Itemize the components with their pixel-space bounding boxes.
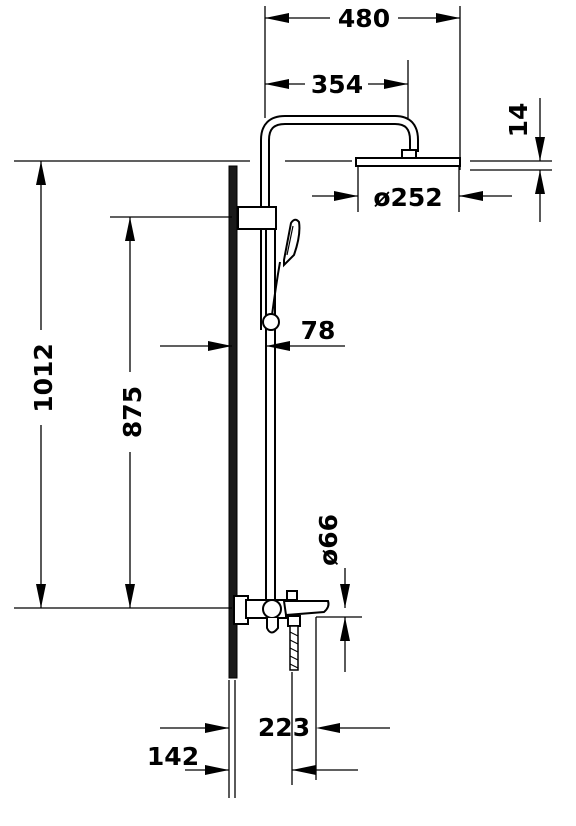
- bath-spout: [282, 600, 330, 617]
- mixer-handle: [286, 590, 298, 601]
- mixer-u-bend: [266, 618, 279, 634]
- riser-pipe: [265, 219, 276, 611]
- dim-223-label: 223: [258, 713, 310, 742]
- diverter-knob: [262, 599, 282, 619]
- dim-252-label: ø252: [373, 183, 442, 212]
- dimension-lines: [14, 6, 552, 798]
- dim-875-label: 875: [118, 386, 147, 438]
- shower-head: [355, 157, 461, 167]
- shower-hose: [271, 261, 281, 316]
- dim-354-label: 354: [311, 70, 363, 99]
- dimension-labels: 480 354 14 ø252 78 1012 875 ø66 223 142: [29, 4, 533, 771]
- dim-1012-label: 1012: [29, 343, 58, 413]
- dim-142-label: 142: [147, 742, 199, 771]
- wall-plate: [228, 165, 238, 679]
- dim-14-label: 14: [504, 103, 533, 138]
- dim-480-label: 480: [338, 4, 390, 33]
- upper-bracket: [237, 206, 277, 230]
- shower-column: [228, 115, 461, 679]
- hand-shower-connector: [287, 615, 301, 627]
- slider-knob: [262, 313, 280, 331]
- dim-78-label: 78: [301, 316, 336, 345]
- shower-arm: [260, 115, 419, 330]
- dim-66-label: ø66: [314, 514, 343, 566]
- hand-shower: [283, 218, 301, 268]
